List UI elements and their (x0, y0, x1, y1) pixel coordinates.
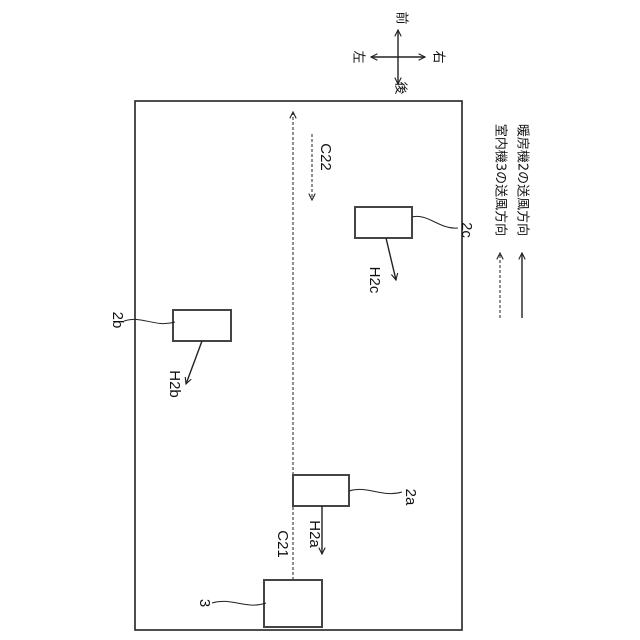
heater-2a-leader (349, 489, 402, 493)
compass-label-left: 左 (351, 50, 366, 63)
indoor-unit-3-leader (212, 601, 266, 605)
heater-2c-label: 2c (458, 222, 475, 238)
heater-2a: 2a H2a (293, 475, 419, 554)
compass-label-back: 後 (393, 81, 408, 94)
compass-label-front: 前 (394, 11, 410, 24)
c22-label: C22 (317, 143, 334, 171)
heater-2b-box (173, 310, 231, 341)
heater-2a-label: 2a (402, 489, 419, 506)
compass-label-right: 右 (431, 50, 446, 63)
indoor-unit-3-label: 3 (196, 599, 213, 607)
h2b-flow-arrow (186, 341, 202, 384)
heater-2b-label: 2b (109, 312, 126, 329)
h2a-label: H2a (306, 520, 323, 548)
indoor-unit-3-box (264, 580, 322, 627)
legend-dashed-label: 室内機3の送風方向 (493, 124, 509, 236)
legend: 室内機3の送風方向 暖房機2の送風方向 (493, 124, 531, 318)
h2c-label: H2c (366, 267, 383, 294)
heater-2c: 2c H2c (355, 207, 475, 294)
compass-rose: 前 左 右 後 (351, 11, 446, 94)
h2c-flow-arrow (386, 238, 396, 280)
legend-solid-label: 暖房機2の送風方向 (515, 124, 531, 236)
heater-2b-leader (124, 319, 175, 323)
heater-2c-leader (412, 216, 458, 228)
heater-2a-box (293, 475, 349, 506)
heater-2b: 2b H2b (109, 310, 231, 398)
c21-label: C21 (274, 530, 291, 558)
indoor-unit-3: 3 (196, 580, 322, 627)
indoor-unit-airflow: C21 C22 (274, 112, 334, 580)
h2b-label: H2b (166, 370, 183, 398)
heater-2c-box (355, 207, 412, 238)
room-outline (135, 101, 462, 630)
